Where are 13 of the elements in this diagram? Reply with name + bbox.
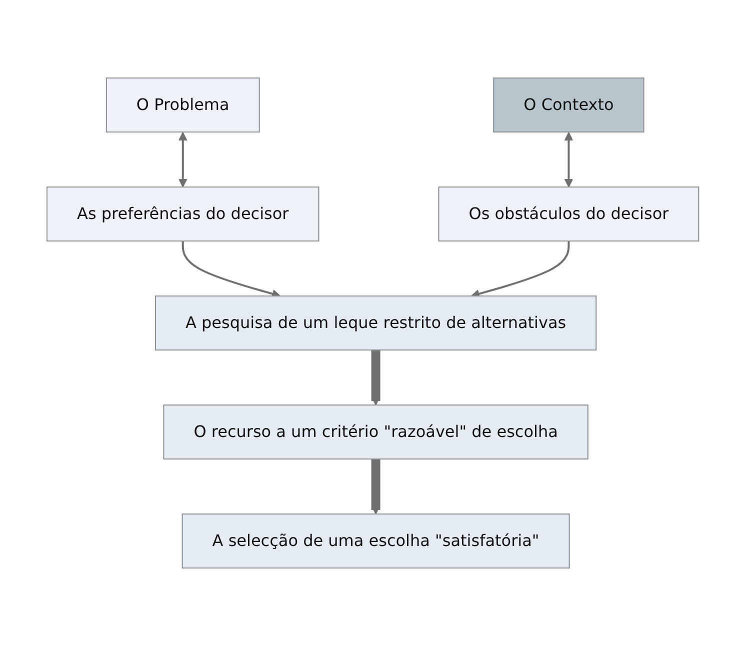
arrow [470, 240, 570, 298]
arrow [370, 458, 380, 514]
node-box: A pesquisa de um leque restrito de alternativas [154, 295, 596, 350]
node-box: O Contexto [492, 77, 644, 132]
node-box: As preferências do decisor [46, 186, 319, 241]
arrow [370, 350, 380, 405]
node-box: O Problema [106, 77, 260, 132]
node-box: O recurso a um critério "razoável" de escolha [162, 404, 588, 459]
arrow [178, 132, 187, 187]
arrow [182, 240, 280, 298]
arrow [564, 132, 573, 187]
node-box: Os obstáculos do decisor [438, 186, 699, 241]
node-box: A selecção de uma escolha "satisfatória" [181, 513, 570, 568]
